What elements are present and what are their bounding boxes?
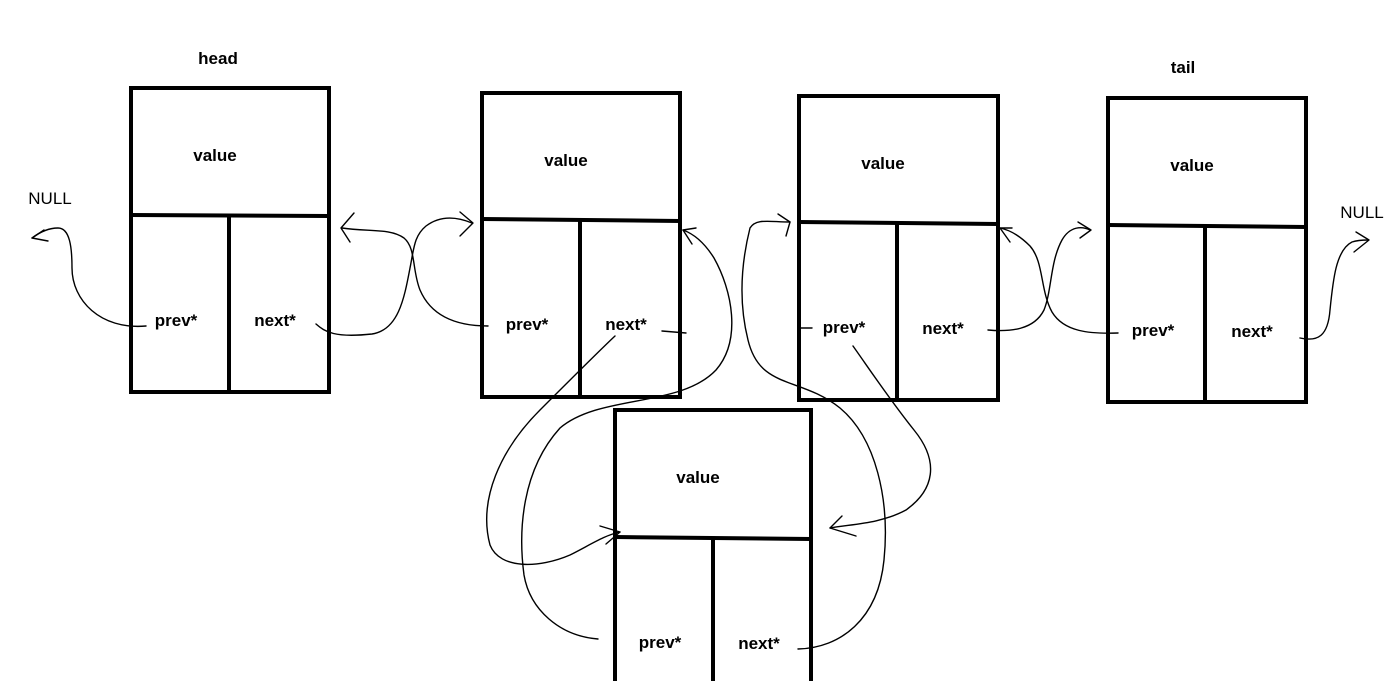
arrow-tail-next-to-null: [1299, 239, 1369, 340]
null-right-label: NULL: [1340, 203, 1383, 222]
arrowhead-inserted-right: [829, 515, 857, 537]
arrow-node2-next-stub: [661, 330, 687, 334]
node-inserted-outline: [613, 408, 813, 681]
arrowhead-node4-left: [1077, 221, 1092, 239]
tail-label: tail: [1171, 58, 1196, 77]
node-inserted-value: value: [676, 468, 719, 487]
node-2-next: next*: [605, 315, 647, 334]
node-1-value: value: [193, 146, 236, 165]
node-1-next: next*: [254, 311, 296, 330]
null-left-label: NULL: [28, 189, 71, 208]
node-1-prev: prev*: [155, 311, 198, 330]
node-inserted-prev: prev*: [639, 633, 682, 652]
arrowhead-null-right: [1353, 231, 1370, 253]
arrowhead-node2-left: [459, 211, 474, 237]
arrowhead-null-left: [31, 229, 49, 242]
arrow-node1-next-to-node2: [315, 217, 473, 336]
node-4: value prev* next*: [1106, 96, 1308, 404]
node-3-value: value: [861, 154, 904, 173]
arrow-node3-prev-to-inserted: [829, 345, 932, 529]
arrow-inserted-next-to-node3: [741, 220, 887, 650]
pointer-arrows: [31, 211, 1370, 650]
arrow-head-prev-to-null: [31, 227, 147, 327]
arrow-node2-next-to-inserted: [486, 335, 621, 565]
node-2-prev: prev*: [506, 315, 549, 334]
arrow-node3-next-to-node4: [987, 227, 1091, 332]
node-3-prev: prev*: [823, 318, 866, 337]
arrowhead-node1-right: [340, 212, 355, 243]
node-4-prev: prev*: [1132, 321, 1175, 340]
arrowhead-node3-left: [777, 213, 791, 237]
arrow-inserted-prev-to-node2: [521, 229, 733, 640]
node-3-next: next*: [922, 319, 964, 338]
arrowhead-node3-right: [999, 227, 1013, 243]
node-3: value prev* next*: [797, 94, 1000, 402]
head-label: head: [198, 49, 238, 68]
arrowhead-node2-next-cell: [682, 227, 697, 245]
arrowhead-inserted-left-upper: [599, 525, 621, 545]
node-2: value prev* next*: [480, 91, 682, 399]
node-1: value prev* next*: [129, 86, 331, 394]
node-4-next: next*: [1231, 322, 1273, 341]
arrow-node4-prev-to-node3: [999, 227, 1119, 334]
node-inserted: value prev* next*: [613, 408, 813, 681]
arrow-node2-prev-to-node1: [341, 227, 489, 327]
node-inserted-next: next*: [738, 634, 780, 653]
node-4-value: value: [1170, 156, 1213, 175]
node-2-value: value: [544, 151, 587, 170]
